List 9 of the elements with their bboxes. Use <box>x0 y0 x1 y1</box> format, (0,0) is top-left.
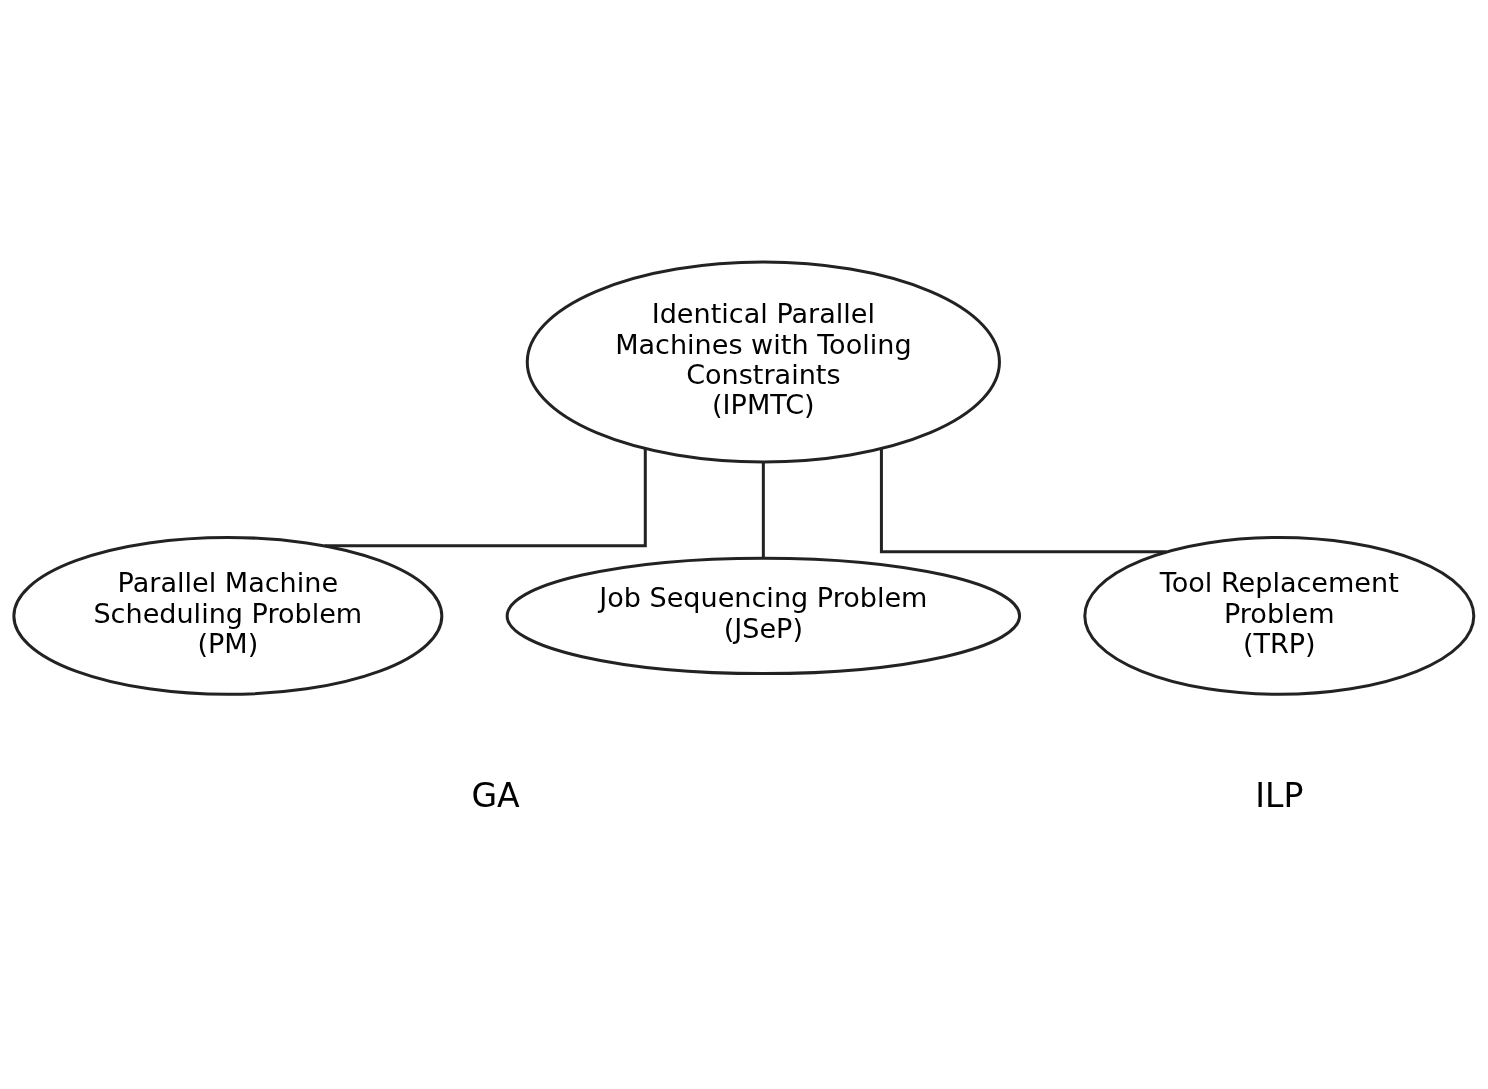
node-ellipse: Parallel Machine Scheduling Problem (PM) <box>12 535 444 696</box>
connector <box>324 449 647 548</box>
connector <box>879 449 1167 554</box>
node-ellipse: Tool Replacement Problem (TRP) <box>1083 535 1476 696</box>
node-ellipse: Identical Parallel Machines with Tooling Constraints (IPMTC) <box>525 260 1001 464</box>
node-ellipse: Job Sequencing Problem (JSeP) <box>505 556 1022 676</box>
label: GA <box>471 775 520 815</box>
connector <box>761 462 765 558</box>
label: ILP <box>1255 775 1304 815</box>
